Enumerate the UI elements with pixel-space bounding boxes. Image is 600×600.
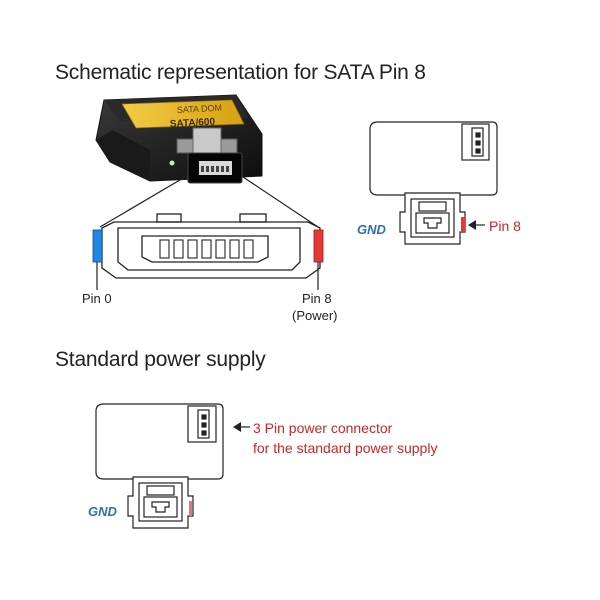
pin8-arrow-icon <box>468 220 476 230</box>
power-note-line2: for the standard power supply <box>253 440 438 456</box>
module-label-line1: SATA DOM <box>177 103 223 115</box>
standard-power-heading: Standard power supply <box>55 348 266 371</box>
pin0-blue-marker <box>92 229 103 263</box>
sata-dom-module-image <box>95 94 263 184</box>
pin8-label: Pin 8 <box>302 291 332 306</box>
power-connector-arrow-icon <box>233 422 241 432</box>
module-label-line2: SATA/600 <box>170 117 216 130</box>
schematic-heading: Schematic representation for SATA Pin 8 <box>55 61 426 84</box>
power-connector-note: 3 Pin power connector for the standard p… <box>253 418 437 458</box>
zoom-line-right <box>242 176 319 228</box>
pin8-callout-label: Pin 8 <box>489 218 521 234</box>
sata-connector-schematic <box>101 213 321 279</box>
pin8-red-marker <box>313 229 324 263</box>
pin8-power-label: (Power) <box>292 308 338 323</box>
standard-power-board-diagram <box>95 403 224 529</box>
gnd-label-power-diagram: GND <box>88 504 117 519</box>
power-board-red-marker <box>189 501 192 516</box>
gnd-label-pin8-diagram: GND <box>357 222 386 237</box>
power-note-line1: 3 Pin power connector <box>253 420 393 436</box>
zoom-line-left <box>99 176 186 228</box>
pin8-board-red-marker <box>461 217 465 232</box>
pin0-label: Pin 0 <box>82 291 112 306</box>
pin8-board-diagram <box>369 121 498 245</box>
